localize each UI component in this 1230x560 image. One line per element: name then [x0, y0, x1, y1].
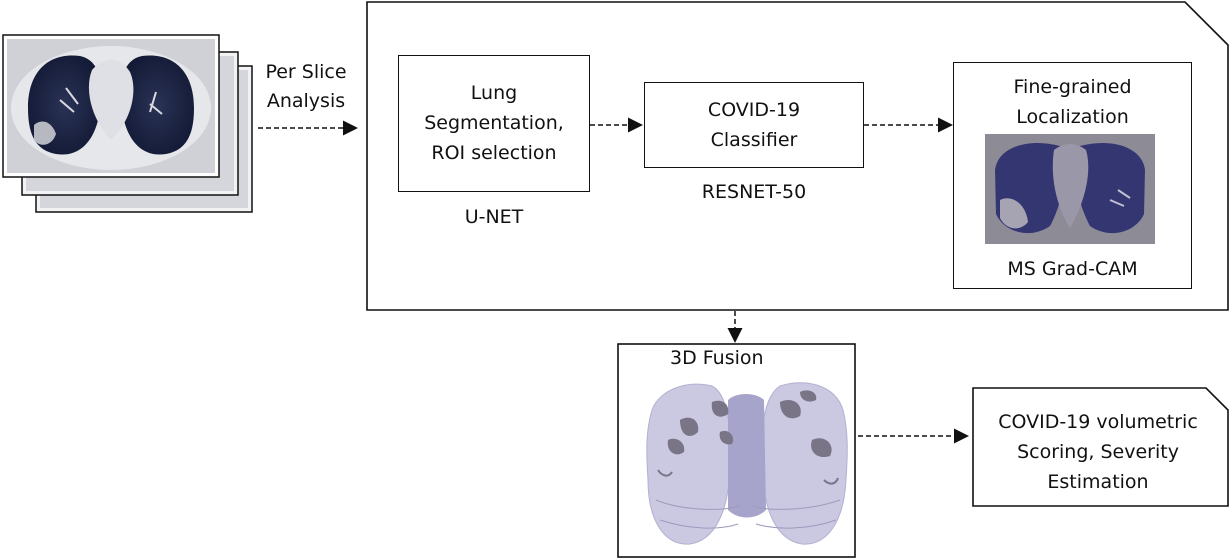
classifier-line2: Classifier [710, 129, 798, 151]
localization-title: Fine-grained Localization [954, 72, 1191, 132]
segmentation-line3: ROI selection [431, 142, 557, 164]
per-slice-caption-line2: Analysis [266, 90, 346, 112]
fusion-lung-rendering [646, 382, 848, 545]
classifier-text: COVID-19 Classifier [645, 95, 863, 155]
localization-line1: Fine-grained [1013, 76, 1132, 98]
segmentation-line2: Segmentation, [424, 112, 564, 134]
output-line3: Estimation [1047, 471, 1149, 493]
ct-slice-front [2, 34, 220, 178]
pipeline-container [366, 1, 1229, 311]
unet-label: U-NET [464, 206, 524, 228]
localization-box: Fine-grained Localization MS Grad-CAM [953, 62, 1192, 289]
output-text: COVID-19 volumetric Scoring, Severity Es… [973, 407, 1223, 497]
segmentation-box: Lung Segmentation, ROI selection [398, 55, 590, 192]
per-slice-caption-line1: Per Slice [265, 61, 347, 83]
resnet-label: RESNET-50 [701, 181, 807, 203]
ct-slice-stack [2, 34, 253, 213]
segmentation-line1: Lung [470, 82, 518, 104]
output-line1: COVID-19 volumetric [998, 411, 1198, 433]
gradcam-heatmap-image [985, 134, 1155, 244]
classifier-box: COVID-19 Classifier [644, 82, 864, 168]
output-box [972, 387, 1229, 507]
gradcam-label: MS Grad-CAM [1007, 258, 1138, 280]
localization-line2: Localization [1016, 106, 1129, 128]
fusion-title: 3D Fusion [670, 347, 764, 369]
segmentation-text: Lung Segmentation, ROI selection [399, 78, 589, 168]
per-slice-caption: Per Slice Analysis [252, 58, 360, 116]
output-line2: Scoring, Severity [1017, 441, 1179, 463]
classifier-line1: COVID-19 [707, 99, 801, 121]
